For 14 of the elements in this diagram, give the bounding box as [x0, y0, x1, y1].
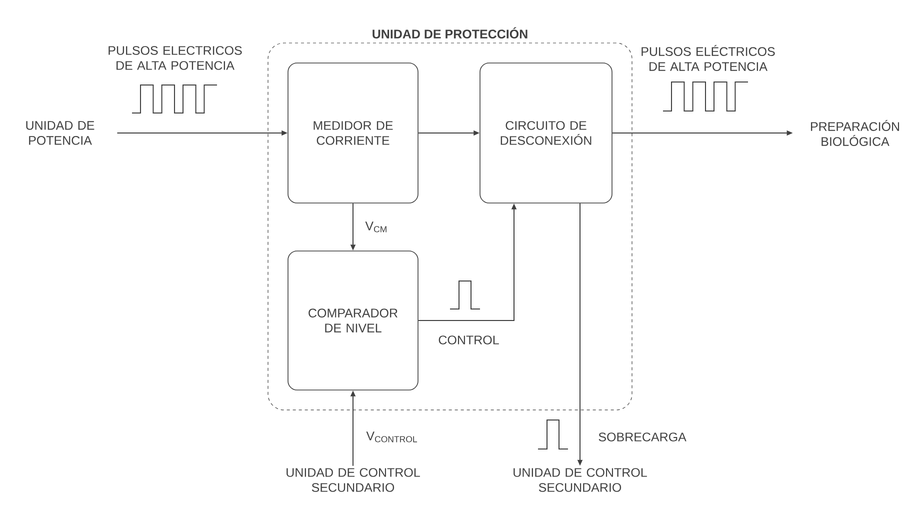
- process-box: MEDIDOR DE CORRIENTE: [288, 62, 418, 204]
- signal-label: PULSOS ELECTRICOS DE ALTA POTENCIA: [108, 46, 242, 70]
- node-label: UNIDAD DE PROTECCIÓN: [372, 27, 528, 38]
- terminal-label: UNIDAD DE CONTROL SECUNDARIO: [514, 468, 647, 492]
- process-box: CIRCUITO DE DESCONEXIÓN: [480, 62, 612, 204]
- terminal-label: UNIDAD DE POTENCIA: [26, 121, 94, 145]
- signal-label: PULSOS ELÉCTRICOS DE ALTA POTENCIA: [642, 45, 775, 71]
- edge-label: V$_{CM}$: [365, 222, 386, 232]
- terminal-label: UNIDAD DE CONTROL SECUNDARIO: [286, 468, 420, 492]
- edge-label: SOBRECARGA: [598, 432, 686, 442]
- edge-label: CONTROL: [438, 336, 499, 344]
- terminal-label: PREPARACIÓN BIOLÓGICA: [811, 120, 900, 146]
- process-box: COMPARADOR DE NIVEL: [288, 250, 418, 390]
- edge-label: V$_{CONTROL}$: [366, 432, 418, 442]
